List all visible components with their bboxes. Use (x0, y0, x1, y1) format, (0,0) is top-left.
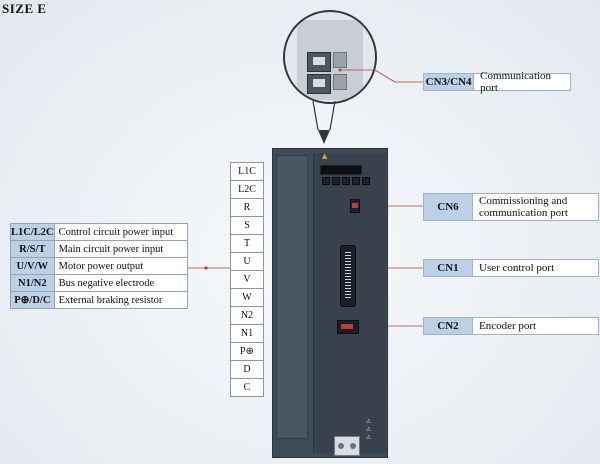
key-icon (322, 177, 330, 185)
terminal-label: N1 (230, 325, 264, 343)
connector-pins (345, 252, 351, 300)
terminal-label: S (230, 217, 264, 235)
callout-cn1: CN1 User control port (423, 259, 599, 277)
cn6-port-icon (350, 199, 360, 213)
motor-connector-icon (334, 436, 360, 456)
legend-desc: Main circuit power input (53, 240, 189, 258)
brand-logo-icon: ▲ (322, 152, 328, 160)
legend-key: U/V/W (10, 257, 55, 275)
callout-cn2: CN2 Encoder port (423, 317, 599, 335)
terminal-label: U (230, 253, 264, 271)
cn2-port-icon (337, 320, 359, 334)
terminal-label: L2C (230, 181, 264, 199)
legend-desc: Bus negative electrode (53, 274, 189, 292)
terminal-label: T (230, 235, 264, 253)
terminal-strip: L1C L2C R S T U V W N2 N1 P⊕ D C (230, 162, 264, 397)
rj45-port-icon (307, 52, 331, 72)
callout-desc: User control port (479, 262, 555, 274)
key-icon (362, 177, 370, 185)
terminal-label: L1C (230, 162, 264, 181)
legend-desc: External braking resistor (53, 291, 189, 309)
page-title: SIZE E (2, 1, 47, 16)
port-label-icon (333, 74, 347, 90)
legend-key: N1/N2 (10, 274, 55, 292)
callout-desc: Commissioning and communication port (473, 194, 568, 220)
callout-code: CN6 (424, 194, 473, 220)
callout-cn3-cn4: CN3/CN4 Communication port (423, 70, 571, 94)
zoom-detail-rj45 (283, 10, 377, 104)
terminal-label: R (230, 199, 264, 217)
key-icon (332, 177, 340, 185)
legend-desc: Control circuit power input (53, 223, 189, 241)
terminal-label: N2 (230, 307, 264, 325)
terminal-label: P⊕ (230, 343, 264, 361)
callout-code: CN3/CN4 (424, 74, 475, 90)
terminal-label: D (230, 361, 264, 379)
callout-cn6: CN6 Commissioning and communication port (423, 193, 599, 221)
drive-terminal-cover (276, 155, 308, 439)
key-icon (342, 177, 350, 185)
legend-key: R/S/T (10, 240, 55, 258)
zoom-pointer (318, 130, 330, 144)
terminal-label: C (230, 379, 264, 397)
terminal-label: W (230, 289, 264, 307)
callout-code: CN2 (424, 318, 473, 334)
callout-desc-line: Commissioning and (479, 195, 568, 207)
terminal-label: V (230, 271, 264, 289)
cn1-port-icon (340, 245, 356, 307)
legend-desc: Motor power output (53, 257, 189, 275)
port-label-icon (333, 52, 347, 68)
legend-key: P⊕/D/C (10, 291, 55, 309)
legend-key: L1C/L2C (10, 223, 55, 241)
callout-desc-line: communication port (479, 207, 568, 219)
callout-code: CN1 (424, 260, 473, 276)
warning-icon: ⚠⚠⚠ (366, 418, 372, 441)
callout-desc: Encoder port (479, 320, 537, 332)
rj45-port-icon (307, 74, 331, 94)
servo-drive-body (272, 148, 388, 458)
callout-desc: Communication port (480, 70, 552, 94)
drive-display (320, 165, 362, 175)
drive-keypad (322, 177, 370, 185)
key-icon (352, 177, 360, 185)
